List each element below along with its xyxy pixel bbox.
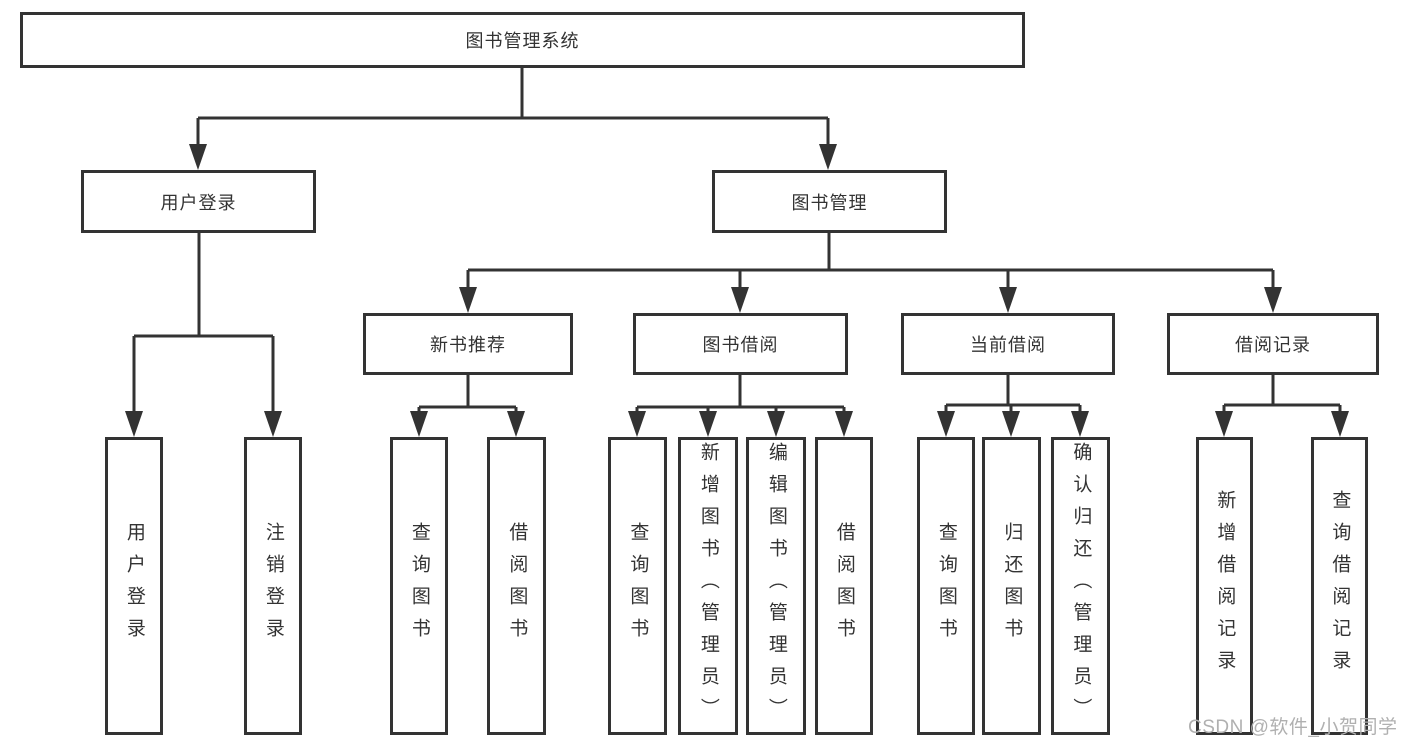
arrow-down-icon <box>699 411 717 437</box>
leaf-nbr-borrow-book-label: 借阅图书 <box>506 522 528 650</box>
node-root-label: 图书管理系统 <box>465 31 580 51</box>
leaf-bb-edit-book-admin: 编辑图书（管理员） <box>746 437 806 735</box>
arrow-down-icon <box>835 411 853 437</box>
leaf-br-add-record-label: 新增借阅记录 <box>1214 490 1236 682</box>
arrow-down-icon <box>410 411 428 437</box>
leaf-bb-add-book-admin: 新增图书（管理员） <box>678 437 738 735</box>
leaf-br-query-record: 查询借阅记录 <box>1311 437 1368 735</box>
node-borrow-records-label: 借阅记录 <box>1235 335 1311 355</box>
arrow-down-icon <box>1215 411 1233 437</box>
arrow-down-icon <box>731 287 749 313</box>
leaf-user-login-label: 用户登录 <box>123 522 145 650</box>
node-new-book-recommend-label: 新书推荐 <box>430 335 506 355</box>
leaf-cb-query-book: 查询图书 <box>917 437 975 735</box>
node-root: 图书管理系统 <box>20 12 1025 68</box>
leaf-nbr-borrow-book: 借阅图书 <box>487 437 546 735</box>
arrow-down-icon <box>1071 411 1089 437</box>
node-book-management: 图书管理 <box>712 170 947 233</box>
node-user-login-label: 用户登录 <box>160 192 237 213</box>
arrow-down-icon <box>264 411 282 437</box>
arrow-down-icon <box>459 287 477 313</box>
arrow-down-icon <box>819 144 837 170</box>
leaf-cb-return-book-label: 归还图书 <box>1001 522 1023 650</box>
node-current-borrow-label: 当前借阅 <box>970 335 1046 355</box>
leaf-bb-borrow-book: 借阅图书 <box>815 437 873 735</box>
leaf-bb-borrow-book-label: 借阅图书 <box>833 522 855 650</box>
leaf-bb-query-book: 查询图书 <box>608 437 667 735</box>
arrow-down-icon <box>507 411 525 437</box>
node-borrow-records: 借阅记录 <box>1167 313 1379 375</box>
arrow-down-icon <box>628 411 646 437</box>
leaf-bb-query-book-label: 查询图书 <box>627 522 649 650</box>
arrow-down-icon <box>937 411 955 437</box>
arrow-down-icon <box>125 411 143 437</box>
leaf-cb-query-book-label: 查询图书 <box>935 522 957 650</box>
leaf-bb-add-book-admin-label: 新增图书（管理员） <box>697 442 719 730</box>
arrow-down-icon <box>767 411 785 437</box>
node-new-book-recommend: 新书推荐 <box>363 313 573 375</box>
csdn-watermark: CSDN @软件_小贺同学 <box>1188 717 1398 738</box>
leaf-br-add-record: 新增借阅记录 <box>1196 437 1253 735</box>
leaf-cb-confirm-return-admin: 确认归还（管理员） <box>1051 437 1110 735</box>
leaf-bb-edit-book-admin-label: 编辑图书（管理员） <box>765 442 787 730</box>
leaf-nbr-query-book-label: 查询图书 <box>408 522 430 650</box>
node-current-borrow: 当前借阅 <box>901 313 1115 375</box>
node-book-borrow-label: 图书借阅 <box>702 335 779 355</box>
leaf-logout-label: 注销登录 <box>262 522 284 650</box>
arrow-down-icon <box>1264 287 1282 313</box>
leaf-user-login: 用户登录 <box>105 437 163 735</box>
leaf-cb-return-book: 归还图书 <box>982 437 1041 735</box>
leaf-nbr-query-book: 查询图书 <box>390 437 448 735</box>
arrow-down-icon <box>189 144 207 170</box>
node-user-login: 用户登录 <box>81 170 316 233</box>
arrowheads <box>125 144 1349 437</box>
node-book-borrow: 图书借阅 <box>633 313 848 375</box>
leaf-logout: 注销登录 <box>244 437 302 735</box>
arrow-down-icon <box>1002 411 1020 437</box>
leaf-br-query-record-label: 查询借阅记录 <box>1329 490 1351 682</box>
leaf-cb-confirm-return-admin-label: 确认归还（管理员） <box>1070 442 1092 730</box>
arrow-down-icon <box>999 287 1017 313</box>
node-book-management-label: 图书管理 <box>791 192 868 213</box>
arrow-down-icon <box>1331 411 1349 437</box>
